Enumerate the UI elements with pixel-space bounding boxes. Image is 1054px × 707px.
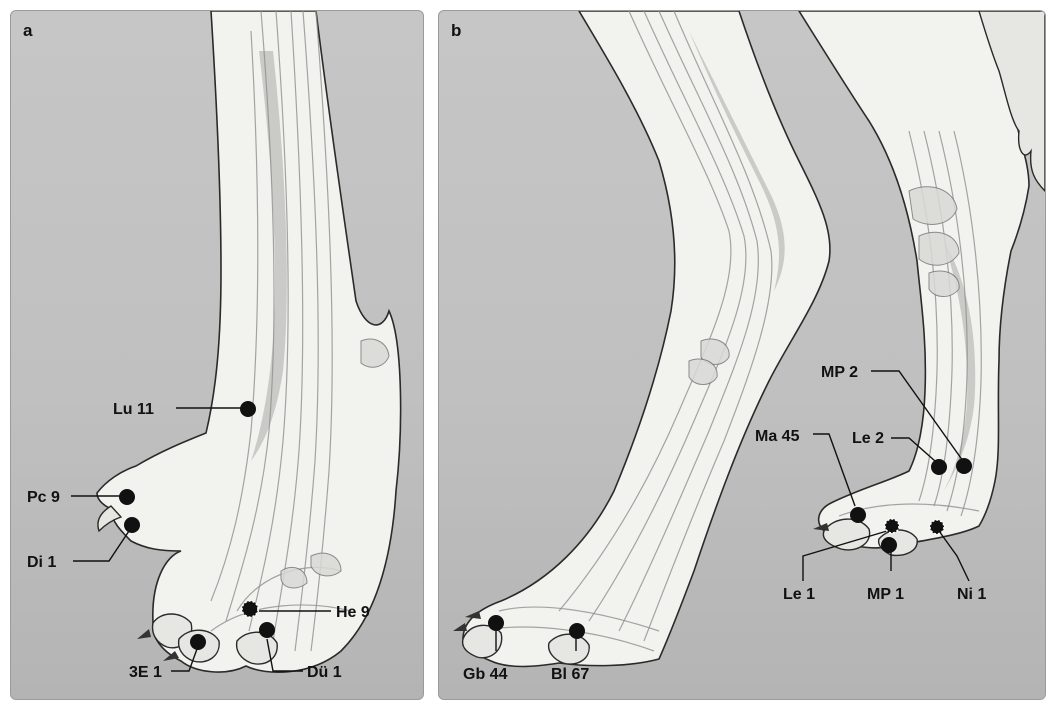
point-mp1 xyxy=(881,537,897,553)
hind-leg-right-silhouette xyxy=(799,11,1029,548)
point-ni1 xyxy=(930,520,944,534)
label-ma45: Ma 45 xyxy=(755,428,800,445)
leader-ni1 xyxy=(939,531,969,581)
label-di1: Di 1 xyxy=(27,554,56,571)
panel-b-illustration: MP 2 Ma 45 Le 2 Le 1 MP 1 Ni 1 Gb 44 Bl … xyxy=(439,11,1045,699)
point-du1 xyxy=(259,622,275,638)
point-pc9 xyxy=(119,489,135,505)
front-leg-silhouette xyxy=(97,11,401,672)
point-mp2 xyxy=(956,458,972,474)
label-lu11: Lu 11 xyxy=(113,401,154,418)
label-mp2: MP 2 xyxy=(821,364,858,381)
label-gb44: Gb 44 xyxy=(463,666,508,683)
point-lu11 xyxy=(240,401,256,417)
hind-leg-left-silhouette xyxy=(463,11,830,667)
point-le2 xyxy=(931,459,947,475)
label-mp1: MP 1 xyxy=(867,586,904,603)
point-3e1 xyxy=(190,634,206,650)
panel-b: b xyxy=(438,10,1046,700)
label-le2: Le 2 xyxy=(852,430,884,447)
point-le1 xyxy=(885,519,899,533)
label-du1: Dü 1 xyxy=(307,664,342,681)
point-ma45 xyxy=(850,507,866,523)
panel-a: a xyxy=(10,10,424,700)
label-pc9: Pc 9 xyxy=(27,489,60,506)
label-ni1: Ni 1 xyxy=(957,586,986,603)
label-3e1: 3E 1 xyxy=(129,664,162,681)
panel-a-illustration: Lu 11 Pc 9 Di 1 He 9 3E 1 Dü 1 xyxy=(11,11,423,699)
point-he9 xyxy=(242,601,258,617)
leader-di1 xyxy=(73,531,129,561)
point-gb44 xyxy=(488,615,504,631)
label-he9: He 9 xyxy=(336,604,370,621)
label-bl67: Bl 67 xyxy=(551,666,589,683)
point-bl67 xyxy=(569,623,585,639)
label-le1: Le 1 xyxy=(783,586,815,603)
point-di1 xyxy=(124,517,140,533)
